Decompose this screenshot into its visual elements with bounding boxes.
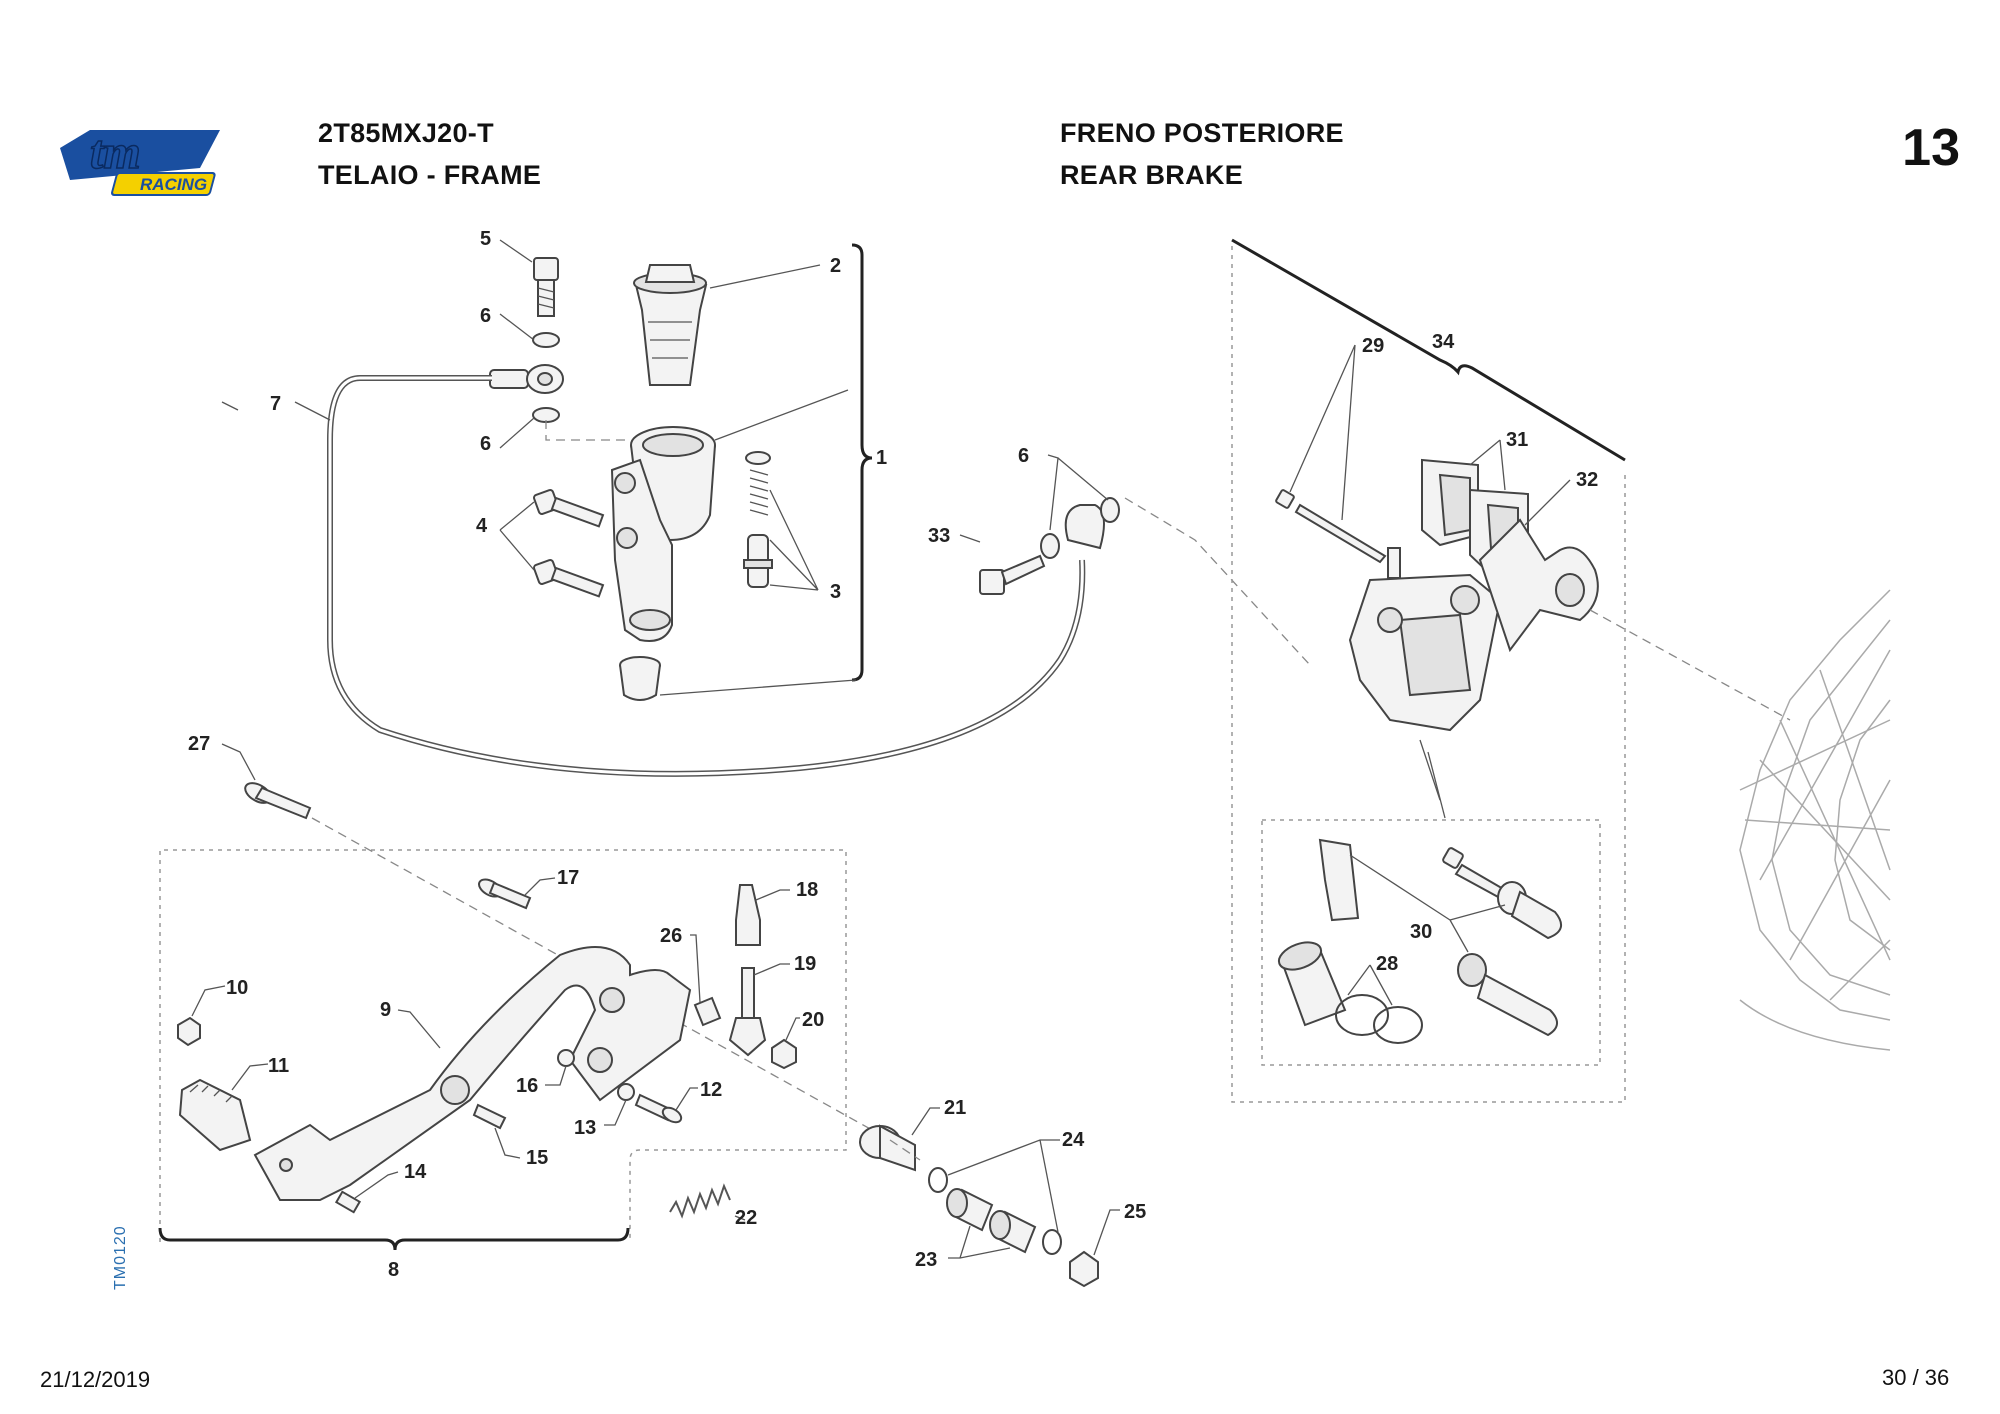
master-cylinder-group xyxy=(221,239,873,701)
part-6-washer-rear-b xyxy=(1100,497,1120,523)
model-code: 2T85MXJ20-T xyxy=(318,118,494,148)
part-33-bolt xyxy=(979,554,1046,595)
part-12-bolt xyxy=(634,1087,698,1124)
callout-27: 27 xyxy=(188,733,210,755)
part-6-washer-top xyxy=(532,332,560,348)
group-title: TELAIO - FRAME xyxy=(318,160,542,190)
callout-11: 11 xyxy=(268,1055,289,1077)
callout-4: 4 xyxy=(476,515,488,537)
part-24-orings xyxy=(928,1139,1062,1255)
callout-12: 12 xyxy=(700,1079,722,1101)
rear-wheel-sketch xyxy=(1739,589,1891,1051)
callout-2: 2 xyxy=(830,255,841,277)
part-boot xyxy=(619,656,661,701)
callout-13: 13 xyxy=(574,1117,596,1139)
callout-17: 17 xyxy=(557,867,579,889)
part-20-nut xyxy=(771,1038,797,1070)
part-13-nut xyxy=(617,1083,635,1101)
brace-8 xyxy=(158,1227,630,1251)
part-caliper-body xyxy=(1348,547,1502,801)
callout-6b: 6 xyxy=(480,433,491,455)
part-19-pushrod xyxy=(728,963,790,1057)
part-29-pins xyxy=(1275,344,1387,564)
part-5-banjo-bolt xyxy=(533,257,559,317)
brace-34 xyxy=(1231,238,1626,462)
callout-8: 8 xyxy=(388,1259,399,1281)
rear-banjo-group xyxy=(959,454,1311,666)
callout-19: 19 xyxy=(794,953,816,975)
callout-3: 3 xyxy=(830,581,841,603)
callout-34: 34 xyxy=(1432,331,1455,353)
part-10-nut xyxy=(177,1016,201,1047)
part-11-pedal-tip xyxy=(178,1063,269,1152)
brake-pedal-group xyxy=(158,743,1120,1288)
callout-16: 16 xyxy=(516,1075,538,1097)
part-4-bolts xyxy=(533,489,605,598)
callout-31: 31 xyxy=(1506,429,1528,451)
part-18-clevis xyxy=(735,884,790,946)
callout-7: 7 xyxy=(270,393,281,415)
callout-labels: 1 2 3 4 5 6 6 6 7 8 9 10 11 12 13 14 15 … xyxy=(188,228,1598,1281)
brand-top-text: tm xyxy=(90,126,141,179)
section-title-it: FRENO POSTERIORE xyxy=(1060,118,1344,148)
brand-bottom-text: RACING xyxy=(140,175,207,194)
part-28-pistons xyxy=(1277,941,1423,1044)
part-6-washer-bottom xyxy=(532,407,560,423)
callout-33: 33 xyxy=(928,525,950,547)
callout-23: 23 xyxy=(915,1249,937,1271)
callout-28: 28 xyxy=(1376,953,1398,975)
callout-5: 5 xyxy=(480,228,491,250)
section-number: 13 xyxy=(1902,119,1960,177)
part-22-spring xyxy=(669,1183,746,1221)
part-1-master-cylinder xyxy=(610,426,716,642)
callout-24: 24 xyxy=(1062,1129,1085,1151)
callout-15: 15 xyxy=(526,1147,548,1169)
part-21-pivot-bushing xyxy=(859,1107,940,1172)
banjo-fitting xyxy=(489,364,564,394)
callout-21: 21 xyxy=(944,1097,966,1119)
part-26-bushing xyxy=(690,934,722,1027)
callout-1: 1 xyxy=(876,447,887,469)
callout-26: 26 xyxy=(660,925,682,947)
section-title-en: REAR BRAKE xyxy=(1060,160,1244,190)
part-27-pivot-bolt xyxy=(221,743,891,1141)
callout-6c: 6 xyxy=(1018,445,1029,467)
caliper-group xyxy=(1231,238,1791,1103)
part-2-reservoir xyxy=(633,264,708,386)
part-3-piston-kit xyxy=(743,451,773,588)
callout-18: 18 xyxy=(796,879,818,901)
part-32-bracket xyxy=(1478,479,1791,721)
callout-22: 22 xyxy=(735,1207,757,1229)
part-14-bolt xyxy=(334,1171,399,1214)
callout-10: 10 xyxy=(226,977,248,999)
part-6-washer-rear-a xyxy=(1040,533,1060,559)
part-16-washer xyxy=(557,1049,575,1067)
caliper-kit-box xyxy=(1261,819,1601,1066)
callout-20: 20 xyxy=(802,1009,824,1031)
part-7-brake-hose xyxy=(294,375,1105,777)
callout-14: 14 xyxy=(404,1161,427,1183)
part-spring-clip xyxy=(1318,838,1360,922)
tm-racing-logo-icon: tm RACING xyxy=(60,125,220,196)
part-23-needle-bearings xyxy=(946,1188,1037,1259)
footer-page: 30 / 36 xyxy=(1882,1365,1950,1390)
brand-logo: tm RACING xyxy=(50,118,225,200)
part-17-bolt xyxy=(478,877,556,910)
part-25-nut xyxy=(1069,1250,1099,1288)
callout-29: 29 xyxy=(1362,335,1384,357)
callout-32: 32 xyxy=(1576,469,1598,491)
callout-9: 9 xyxy=(380,999,391,1021)
part-30-slide-pins xyxy=(1442,847,1563,1037)
part-15-bolt xyxy=(472,1103,521,1159)
callout-25: 25 xyxy=(1124,1201,1146,1223)
callout-6a: 6 xyxy=(480,305,491,327)
footer-date: 21/12/2019 xyxy=(40,1367,151,1392)
brace-1 xyxy=(851,243,873,682)
callout-30: 30 xyxy=(1410,921,1432,943)
part-9-brake-pedal xyxy=(253,946,692,1201)
